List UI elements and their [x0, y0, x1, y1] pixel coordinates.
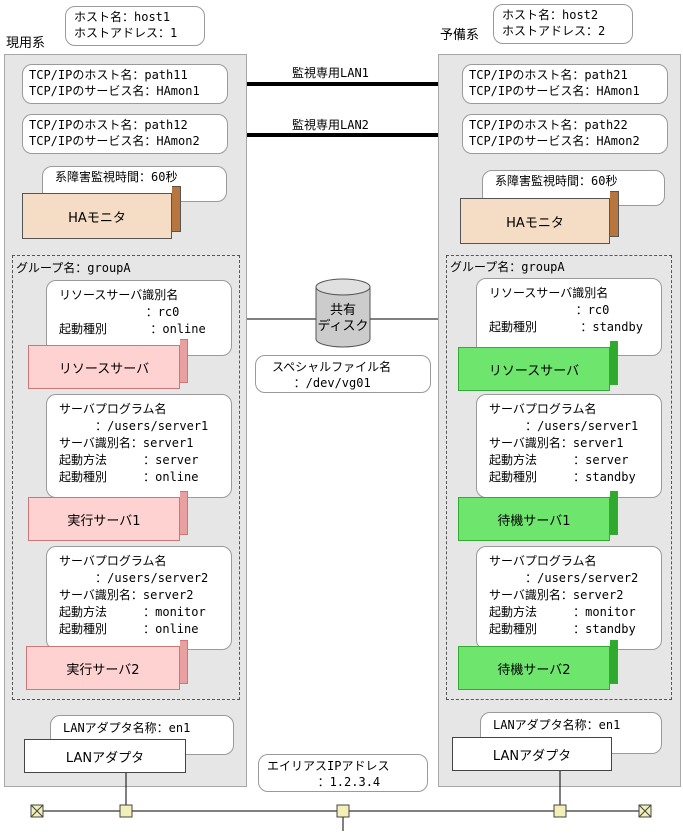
primary-server2-side: [180, 640, 188, 684]
primary-server1-label: 実行サーバ1: [67, 513, 141, 529]
monitor-lan1-line: [247, 82, 438, 86]
primary-ha-monitor-side: [172, 186, 181, 232]
bus-terminator-right: [638, 804, 652, 818]
standby-server1-side: [610, 491, 618, 535]
primary-resource-server: リソースサーバ: [28, 339, 188, 389]
standby-ha-monitor-side: [610, 191, 619, 237]
standby-server2-info: サーバプログラム名 ：/users/server2 サーバ識別名：server2…: [476, 546, 662, 650]
monitor-lan2-line: [247, 133, 438, 137]
standby-system-label: 予備系: [440, 28, 480, 43]
standby-lan2-info: TCP/IPのホスト名：path22 TCP/IPのサービス名：HAmon2: [462, 114, 668, 154]
primary-resource-server-label: リソースサーバ: [58, 361, 150, 377]
bus-tap-primary: [119, 804, 133, 818]
primary-host-info: ホスト名：host1 ホストアドレス：1: [65, 6, 205, 46]
primary-server1-info: サーバプログラム名 ：/users/server1 サーバ識別名：server1…: [46, 394, 232, 498]
shared-disk-label: 共有 ディスク: [317, 303, 369, 334]
standby-resource-server: リソースサーバ: [458, 341, 618, 391]
primary-server2: 実行サーバ2: [26, 640, 188, 690]
standby-server2: 待機サーバ2: [458, 640, 618, 690]
primary-group-border: [12, 255, 240, 700]
primary-ha-monitor: HAモニタ: [22, 186, 181, 239]
standby-server1-info: サーバプログラム名 ：/users/server1 サーバ識別名：server1…: [476, 394, 662, 498]
standby-ha-monitor-label: HAモニタ: [506, 215, 564, 231]
primary-lan1-info: TCP/IPのホスト名：path11 TCP/IPのサービス名：HAmon1: [22, 64, 228, 104]
standby-resource-server-label: リソースサーバ: [488, 363, 580, 379]
standby-lan1-info: TCP/IPのホスト名：path21 TCP/IPのサービス名：HAmon1: [462, 64, 668, 104]
primary-resource-info: リソースサーバ識別名 ：rc0 起動種別 ：online: [46, 280, 232, 356]
shared-disk-icon: [315, 278, 371, 348]
alias-ip-info: エイリアスIPアドレス ：1.2.3.4: [258, 754, 428, 792]
bus-terminator-left: [30, 804, 44, 818]
bus-tap-standby: [553, 804, 567, 818]
standby-group-label: グループ名：groupA: [450, 260, 565, 274]
primary-resource-server-side: [180, 339, 188, 383]
standby-ha-monitor: HAモニタ: [460, 191, 619, 244]
primary-ha-monitor-label: HAモニタ: [68, 210, 126, 226]
primary-system-label: 現用系: [6, 36, 46, 51]
primary-group-label: グループ名：groupA: [16, 261, 131, 275]
primary-server2-info: サーバプログラム名 ：/users/server2 サーバ識別名：server2…: [46, 546, 232, 650]
primary-server2-label: 実行サーバ2: [66, 662, 140, 678]
special-file-info: スペシャルファイル名 ：/dev/vg01: [255, 355, 431, 393]
standby-group-border: [446, 255, 672, 700]
standby-host-info: ホスト名：host2 ホストアドレス：2: [493, 4, 633, 44]
standby-server1-label: 待機サーバ1: [497, 513, 571, 529]
monitor-lan2-label: 監視専用LAN2: [292, 118, 369, 132]
primary-lan2-info: TCP/IPのホスト名：path12 TCP/IPのサービス名：HAmon2: [22, 114, 228, 154]
monitor-lan1-label: 監視専用LAN1: [292, 66, 369, 80]
primary-lan-adapter: LANアダプタ: [24, 739, 186, 773]
bus-tap-center: [336, 804, 350, 818]
standby-server1: 待機サーバ1: [458, 491, 618, 541]
standby-server2-label: 待機サーバ2: [497, 662, 571, 678]
standby-lan-adapter: LANアダプタ: [452, 737, 612, 771]
standby-resource-server-side: [610, 341, 618, 385]
primary-server1: 実行サーバ1: [28, 491, 188, 541]
primary-server1-side: [180, 491, 188, 535]
standby-server2-side: [610, 640, 618, 684]
